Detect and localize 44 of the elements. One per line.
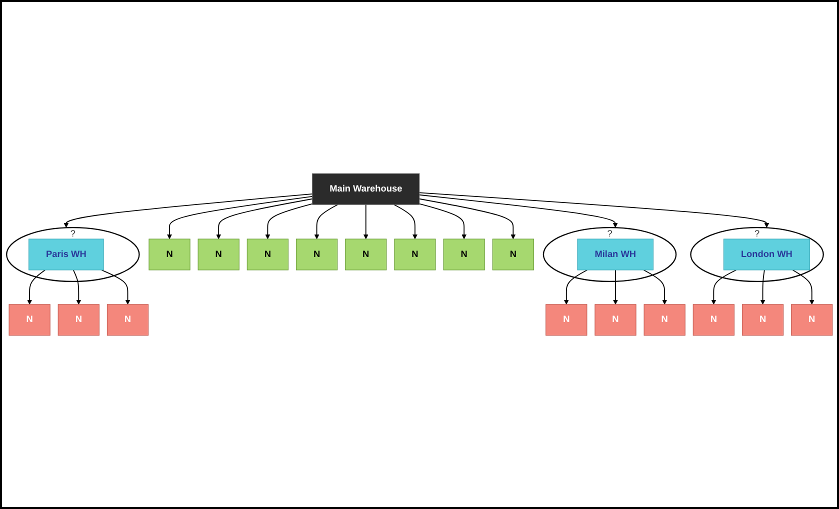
node-label: ? xyxy=(754,229,760,239)
arrow xyxy=(711,270,737,305)
arrow xyxy=(265,203,313,240)
node-box: N xyxy=(8,304,50,336)
node-box: London WH xyxy=(723,238,810,270)
node-box: N xyxy=(345,238,387,270)
node-box: N xyxy=(546,304,588,336)
arrow xyxy=(314,204,338,240)
arrow xyxy=(643,270,668,305)
arrow xyxy=(27,270,46,305)
node-box: N xyxy=(594,304,636,336)
node-box: Main Warehouse xyxy=(312,173,420,205)
arrow xyxy=(363,204,368,240)
arrow xyxy=(612,270,618,305)
node-box: N xyxy=(443,238,485,270)
node-box: N xyxy=(791,304,833,336)
node-box: N xyxy=(246,238,289,270)
node-box: N xyxy=(644,304,686,336)
node-box: N xyxy=(692,304,734,336)
arrow xyxy=(564,270,588,305)
node-label: ? xyxy=(70,229,76,239)
node-label: ? xyxy=(607,229,612,239)
node-box: N xyxy=(58,304,100,336)
arrow xyxy=(64,193,313,228)
arrow xyxy=(418,194,618,228)
arrow xyxy=(418,192,770,228)
arrow xyxy=(760,270,766,305)
arrow xyxy=(394,204,418,240)
arrow xyxy=(792,270,814,305)
node-box: N xyxy=(296,238,338,270)
arrow xyxy=(72,270,82,305)
arrow xyxy=(418,203,467,240)
arrow xyxy=(418,198,516,240)
node-box: N xyxy=(742,304,784,336)
node-box: N xyxy=(492,238,534,270)
node-box: N xyxy=(106,304,149,336)
node-box: N xyxy=(198,238,240,270)
node-box: Paris WH xyxy=(28,238,104,270)
node-box: Milan WH xyxy=(577,238,654,270)
arrow xyxy=(166,196,313,240)
node-box: N xyxy=(148,238,190,270)
node-box: N xyxy=(394,238,436,270)
arrow xyxy=(216,198,313,240)
arrow xyxy=(101,270,130,305)
